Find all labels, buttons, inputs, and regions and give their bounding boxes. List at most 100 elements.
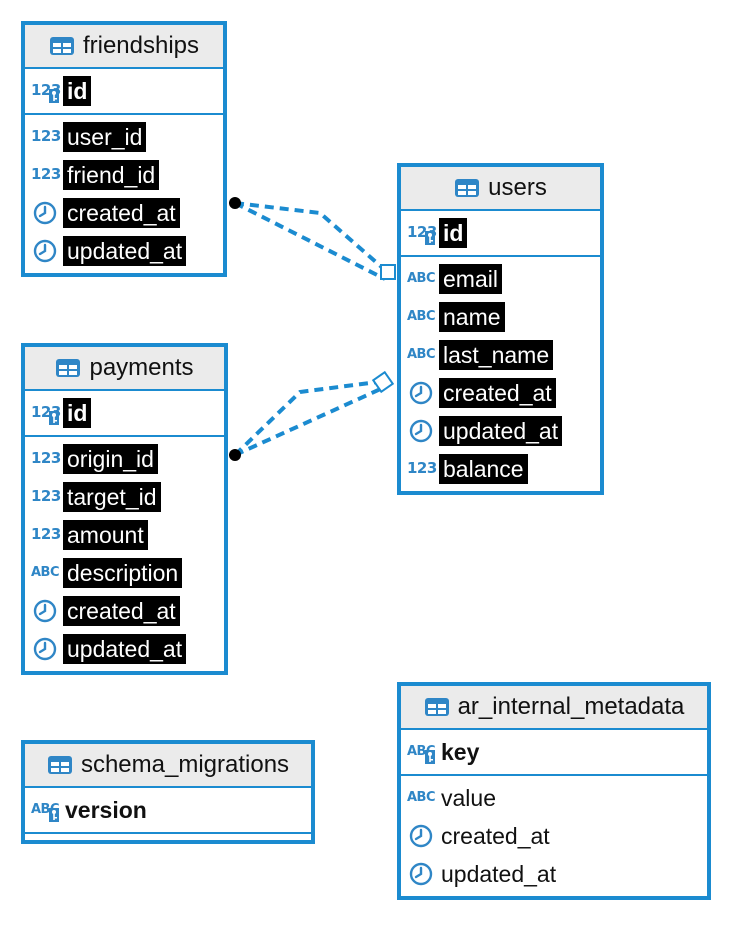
table-icon [424, 698, 449, 716]
column-name: target_id [63, 482, 161, 512]
column-name: created_at [63, 596, 180, 626]
numeric-type-icon: 123 [31, 522, 63, 548]
column-name: id [439, 218, 468, 248]
table-icon [455, 179, 480, 197]
columns-section [25, 834, 311, 840]
column-name: origin_id [63, 444, 158, 474]
numeric-type-icon: 123 [407, 220, 439, 246]
key-icon [49, 89, 59, 103]
relationship-start-marker [229, 197, 241, 209]
type-label: ABC [407, 347, 436, 362]
column-name: key [441, 739, 480, 765]
numeric-type-icon: 123 [31, 446, 63, 472]
type-label: ABC [407, 790, 436, 805]
table-name: friendships [82, 32, 200, 59]
column-row[interactable]: updated_at [25, 630, 224, 668]
relationship-start-marker [229, 449, 241, 461]
relationship-end-marker [380, 264, 396, 280]
type-label: 123 [31, 165, 61, 183]
relationship-line [233, 379, 386, 457]
column-name: email [439, 264, 502, 294]
datetime-type-icon [407, 861, 439, 887]
datetime-type-icon [407, 418, 439, 444]
text-type-icon: ABC [407, 266, 439, 292]
relationship-end-marker [371, 370, 395, 394]
text-type-icon: ABC [407, 304, 439, 330]
column-name: value [441, 785, 496, 811]
relationship-line [234, 385, 386, 457]
key-icon [49, 411, 59, 425]
column-name: updated_at [63, 634, 187, 664]
clock-icon [409, 381, 433, 405]
column-row[interactable]: updated_at [25, 232, 223, 270]
column-name: last_name [439, 340, 554, 370]
table-header[interactable]: users [401, 167, 600, 211]
datetime-type-icon [407, 823, 439, 849]
numeric-type-icon: 123 [31, 78, 63, 104]
table-name: payments [89, 354, 194, 381]
column-name: id [63, 398, 92, 428]
column-row[interactable]: ABC value [401, 779, 707, 817]
text-type-icon: ABC [407, 785, 439, 811]
column-name: name [439, 302, 505, 332]
column-name: friend_id [63, 160, 160, 190]
datetime-type-icon [31, 238, 63, 264]
column-row[interactable]: updated_at [401, 855, 707, 893]
text-type-icon: ABC [31, 560, 63, 586]
datetime-type-icon [31, 636, 63, 662]
text-type-icon: ABC [407, 739, 439, 765]
column-name: created_at [63, 198, 180, 228]
table-icon [56, 359, 81, 377]
table-name: schema_migrations [80, 751, 290, 778]
column-name: amount [63, 520, 148, 550]
table-header[interactable]: ar_internal_metadata [401, 686, 707, 730]
column-row[interactable]: created_at [401, 817, 707, 855]
relationship-line [234, 201, 387, 272]
table-icon [49, 37, 74, 55]
datetime-type-icon [31, 200, 63, 226]
column-name: user_id [63, 122, 147, 152]
column-row[interactable]: updated_at [401, 412, 600, 450]
column-row[interactable]: created_at [25, 592, 224, 630]
column-name: id [63, 76, 92, 106]
table-name: ar_internal_metadata [457, 693, 685, 720]
table-header[interactable]: schema_migrations [25, 744, 311, 788]
clock-icon [409, 824, 433, 848]
type-label: 123 [407, 459, 437, 477]
column-row[interactable]: created_at [401, 374, 600, 412]
key-icon [425, 750, 435, 764]
table-header[interactable]: payments [25, 347, 224, 391]
table-header[interactable]: friendships [25, 25, 223, 69]
numeric-type-icon: 123 [31, 484, 63, 510]
type-label: ABC [407, 271, 436, 286]
column-row[interactable]: created_at [25, 194, 223, 232]
column-name: updated_at [439, 416, 563, 446]
numeric-type-icon: 123 [31, 162, 63, 188]
